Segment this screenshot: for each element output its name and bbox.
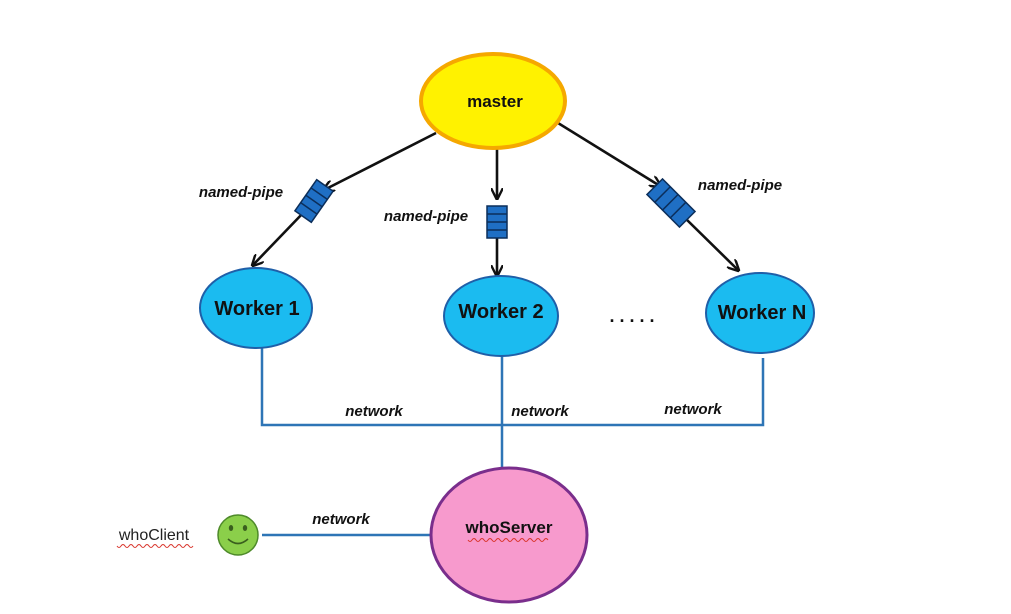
- master-arrows: [253, 121, 738, 275]
- master-label: master: [467, 92, 523, 111]
- arrow-master-pipe-right: [557, 121, 660, 186]
- pipe-right-label: named-pipe: [698, 177, 782, 194]
- worker1-label: Worker 1: [214, 298, 299, 320]
- arrow-pipe-left-worker1: [253, 211, 305, 265]
- network-line-workers: [260, 348, 765, 427]
- worker2-label: Worker 2: [458, 301, 543, 323]
- pipe-right: [645, 177, 697, 229]
- pipe-left: [293, 178, 335, 224]
- worker2-node: [443, 275, 559, 357]
- network-lines: [260, 348, 765, 537]
- whoServer-node: [429, 466, 589, 604]
- network-label-right: network: [664, 401, 722, 418]
- smiley-face-icon: [217, 514, 259, 556]
- whoClient-label: whoClient: [118, 527, 190, 544]
- pipe-middle: [486, 205, 508, 239]
- workers-ellipsis: . . . . .: [609, 306, 654, 326]
- workerN-label: Worker N: [718, 302, 807, 324]
- worker1-node: [199, 267, 313, 349]
- arrow-master-pipe-left: [324, 131, 437, 190]
- arrow-pipe-right-workerN: [684, 217, 738, 270]
- master-node: [419, 52, 567, 150]
- network-label-middle: network: [511, 403, 569, 420]
- workerN-node: [705, 272, 815, 354]
- whoClient-spellcheck-underline: [116, 544, 194, 548]
- whoServer-label: whoServer: [465, 518, 553, 537]
- network-label-left: network: [345, 403, 403, 420]
- pipe-left-label: named-pipe: [199, 184, 283, 201]
- network-label-client: network: [312, 511, 370, 528]
- pipe-middle-label: named-pipe: [384, 208, 468, 225]
- whoServer-spellcheck-underline: [467, 538, 549, 542]
